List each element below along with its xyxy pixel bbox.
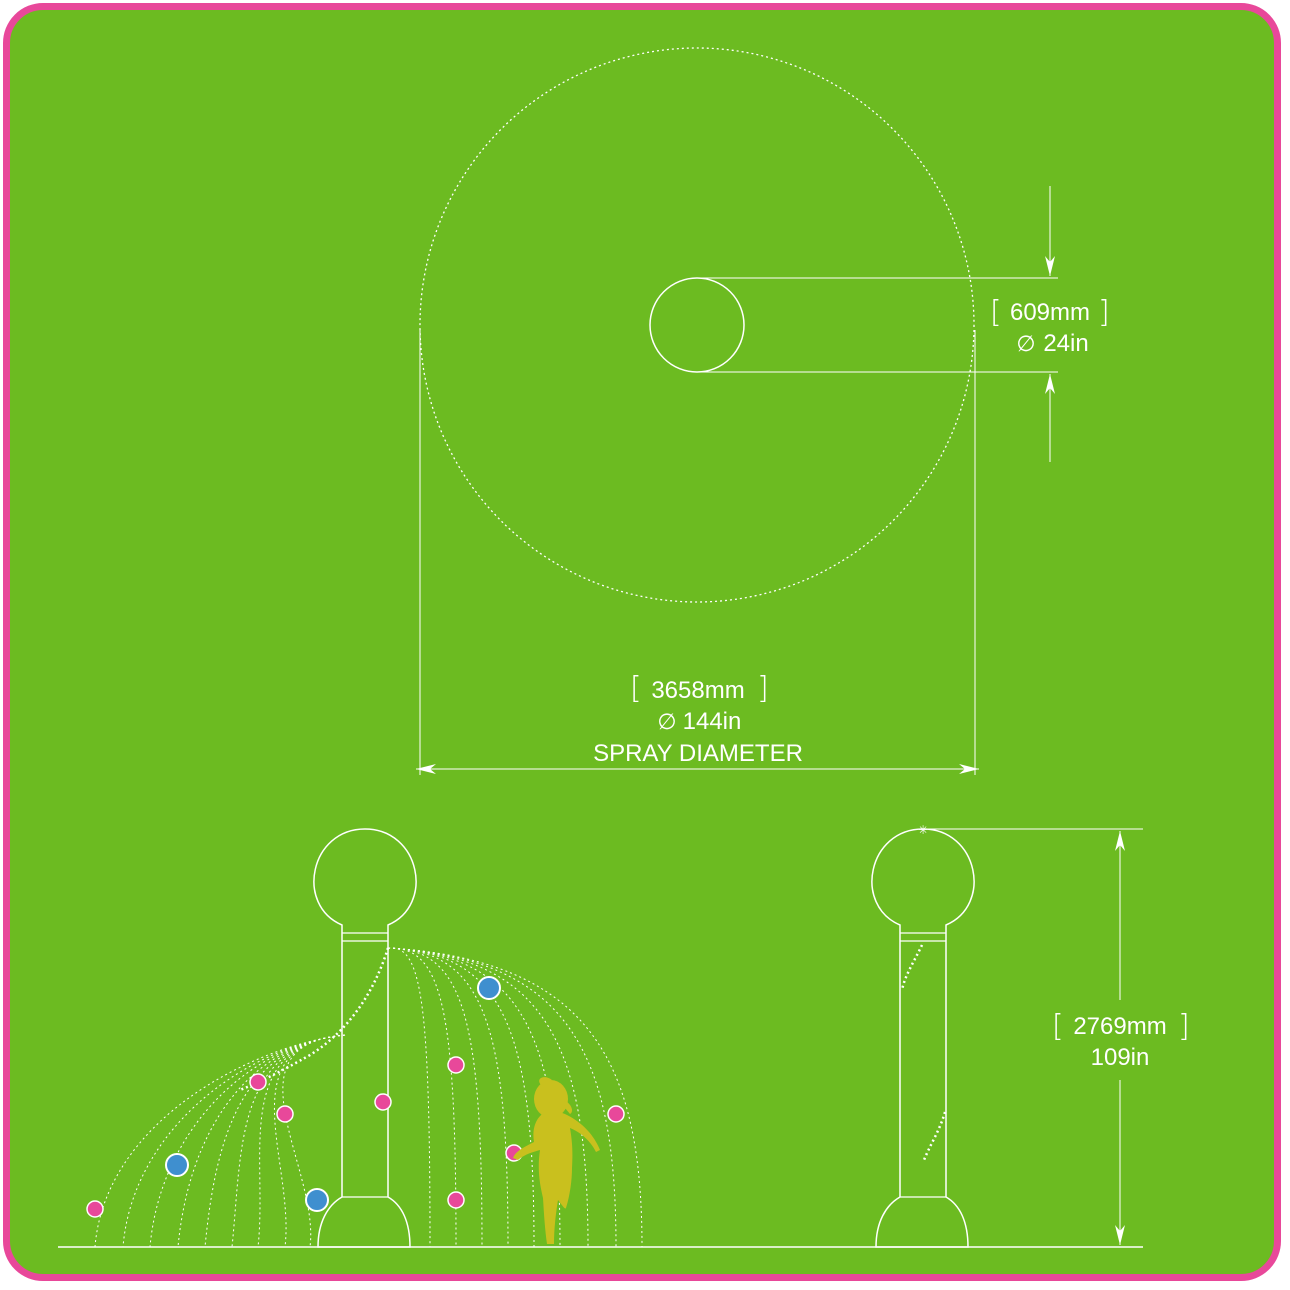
water-droplet-icon (447, 1191, 465, 1209)
spray-arc (94, 1034, 346, 1248)
spray-arc (177, 1034, 346, 1248)
nozzle-dotted-upper (900, 944, 924, 991)
spray-arc (204, 1034, 346, 1248)
spray-arc (387, 947, 431, 1248)
post-outline (871, 828, 975, 1248)
product-diagram: [ 609mm ] ∅ 24in [ 3658mm ] ∅ 144in SPRA… (58, 47, 1190, 1248)
left-post (313, 828, 417, 1248)
top-view: [ 609mm ] ∅ 24in [ 3658mm ] ∅ 144in SPRA… (416, 47, 1110, 775)
water-droplet-icon (249, 1073, 267, 1091)
bracket-right: ] (1178, 1009, 1190, 1044)
diagram-frame: [ 609mm ] ∅ 24in [ 3658mm ] ∅ 144in SPRA… (3, 3, 1281, 1281)
water-droplet-icon (305, 1188, 329, 1212)
nozzle-dimension-label: [ 609mm ] ∅ 24in (990, 295, 1110, 357)
spray-arc (387, 947, 589, 1248)
water-droplet-icon (165, 1153, 189, 1177)
spray-mm-text: 3658mm (651, 677, 744, 704)
diameter-symbol: ∅ (657, 710, 676, 735)
height-mm-text: 2769mm (1073, 1013, 1166, 1040)
child-silhouette-icon (513, 1077, 600, 1244)
spray-arc (273, 1034, 346, 1248)
water-droplet-icon (447, 1056, 465, 1074)
spray-diameter-circle (419, 47, 975, 603)
height-in-text: 109in (1091, 1044, 1150, 1071)
spray-arc (387, 947, 643, 1248)
nozzle-mm-text: 609mm (1010, 299, 1090, 326)
height-dimension: [ 2769mm ] 109in (928, 828, 1190, 1245)
bracket-left: [ (1052, 1009, 1064, 1044)
bracket-left: [ (990, 295, 1002, 330)
diameter-symbol: ∅ (1016, 332, 1035, 357)
nozzle-circle (649, 277, 745, 373)
bracket-left: [ (630, 671, 642, 706)
water-droplet-icon (607, 1105, 625, 1123)
spray-arc (387, 947, 483, 1248)
spray-arc (282, 1034, 346, 1248)
water-droplet-icon (276, 1105, 294, 1123)
bracket-right: ] (1098, 295, 1110, 330)
spray-arc (239, 947, 390, 1092)
spray-in-text: 144in (683, 708, 742, 735)
spray-arc (122, 1034, 346, 1248)
spray-arc (257, 1034, 346, 1248)
nozzle-dotted-lower (922, 1111, 947, 1161)
spray-diameter-label: SPRAY DIAMETER (593, 740, 803, 767)
post-outline (313, 828, 417, 1248)
spray-arc (387, 947, 457, 1248)
spray-arc (149, 1034, 346, 1248)
droplets (86, 976, 625, 1218)
right-post: ✳ (871, 823, 975, 1248)
bracket-right: ] (757, 671, 769, 706)
nozzle-marker-icon: ✳ (918, 823, 928, 837)
spray-arc (387, 947, 509, 1248)
water-droplet-icon (374, 1093, 392, 1111)
water-droplet-icon (86, 1200, 104, 1218)
spray-dimension-label: [ 3658mm ] ∅ 144in SPRAY DIAMETER (593, 671, 803, 767)
water-droplet-icon (477, 976, 501, 1000)
nozzle-in-text: 24in (1043, 330, 1088, 357)
